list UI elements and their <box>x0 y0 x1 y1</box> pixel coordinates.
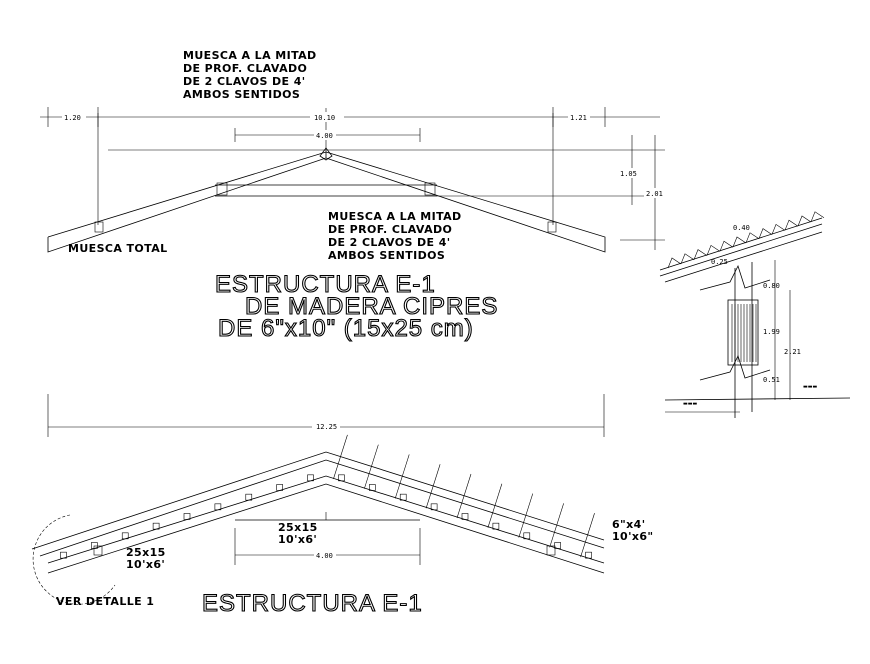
detail-tile <box>693 249 708 260</box>
note-top-line-1: MUESCA A LA MITAD <box>183 49 317 62</box>
purlin-block-left <box>183 513 191 520</box>
detail-dim-3: 0.80 <box>763 282 780 290</box>
detail-tile <box>680 253 695 264</box>
ridge-joint <box>319 147 333 161</box>
rafter-end <box>364 444 379 489</box>
detail-dim-6: 0.51 <box>763 376 780 384</box>
purlin-block-right <box>554 542 561 549</box>
collar-notch-right <box>424 182 436 196</box>
purlin-block-left <box>60 551 67 559</box>
rafter-end <box>456 473 472 519</box>
dim-bottom-span: 12.25 <box>316 423 337 431</box>
bottom-truss: 4.00 <box>31 434 605 605</box>
detail-level-left: ▬▬▬ <box>683 401 697 407</box>
purlin-block-right <box>461 513 469 520</box>
top-dimensions: 1.20 10.10 1.21 4.00 1.05 2.01 <box>40 107 666 250</box>
note-mid-line-3: DE 2 CLAVOS DE 4' <box>328 236 451 249</box>
note-top-line-3: DE 2 CLAVOS DE 4' <box>183 75 306 88</box>
notch-right <box>547 221 557 233</box>
label-right-line-1: 6"x4' <box>612 518 646 531</box>
label-left-line-1: 25x15 <box>126 546 166 559</box>
purlin-block-left <box>91 542 98 549</box>
note-mid-line-1: MUESCA A LA MITAD <box>328 210 462 223</box>
title-top-line-3: DE 6"x10" (15x25 cm) <box>218 315 474 342</box>
dim-right-overhang: 1.21 <box>570 114 587 122</box>
detail-window-bars <box>731 304 757 362</box>
detail-tile <box>797 215 812 227</box>
dim-rise-upper: 1.05 <box>620 170 637 178</box>
title-top-line-2: DE MADERA CIPRES <box>245 293 498 320</box>
label-right-line-2: 10'x6" <box>612 530 654 543</box>
title-top-line-1: ESTRUCTURA E-1 <box>215 271 436 298</box>
detail-window <box>727 299 759 366</box>
purlin-block-right <box>492 522 500 530</box>
detail-level-right: ▬▬▬ <box>803 384 817 390</box>
rafter-end <box>580 513 595 558</box>
detail-dim-5: 2.21 <box>784 348 801 356</box>
dim-bottom-tie: 4.00 <box>316 552 333 560</box>
detail-tile <box>784 219 799 231</box>
bottom-dimension: 12.25 <box>47 394 605 437</box>
rafter-end <box>549 503 564 548</box>
detail-dim-4: 1.99 <box>763 328 780 336</box>
rafter-ends <box>333 434 595 558</box>
label-left-line-2: 10'x6' <box>126 558 165 571</box>
dim-tie-length: 4.00 <box>316 132 333 140</box>
note-mid-line-2: DE PROF. CLAVADO <box>328 223 452 236</box>
purlin-block-left <box>214 503 222 511</box>
detail-tile <box>810 211 825 222</box>
purlin-block-right <box>338 474 345 482</box>
purlin-block-left <box>307 474 314 482</box>
purlin-block-right <box>585 551 592 559</box>
note-mid: MUESCA A LA MITAD DE PROF. CLAVADO DE 2 … <box>328 210 462 262</box>
detail-tile <box>758 228 773 239</box>
purlin-block-right <box>369 484 376 491</box>
detail-tile <box>732 236 747 248</box>
rafter-end <box>518 493 534 538</box>
right-rafter <box>325 151 606 253</box>
purlin-block-left <box>121 532 129 540</box>
note-top-line-4: AMBOS SENTIDOS <box>183 88 300 101</box>
dim-rise-total: 2.01 <box>646 190 663 198</box>
rafter-end <box>333 434 348 479</box>
detail-tile <box>771 223 786 235</box>
detail-dim-2: 0.25 <box>711 258 728 266</box>
detail-section: ▬▬▬ ▬▬▬ 0.40 0.25 0.80 1.99 2.21 0.51 <box>659 211 851 418</box>
notch-left <box>94 221 104 233</box>
detail-callout-circle <box>32 514 116 605</box>
collar-notch-left <box>216 182 228 196</box>
detail-dim-1: 0.40 <box>733 224 750 232</box>
purlin-block-right <box>430 503 438 511</box>
detail-tile <box>667 257 682 269</box>
title-top: ESTRUCTURA E-1 DE MADERA CIPRES DE 6"x10… <box>214 270 498 342</box>
note-mid-line-4: AMBOS SENTIDOS <box>328 249 445 262</box>
detail-tile <box>745 232 760 243</box>
detail-tiles <box>667 211 825 269</box>
top-truss <box>47 108 606 253</box>
note-top: MUESCA A LA MITAD DE PROF. CLAVADO DE 2 … <box>183 49 317 101</box>
label-center-line-2: 10'x6' <box>278 533 317 546</box>
rafter-end <box>425 464 441 509</box>
left-rafter <box>47 151 327 253</box>
dim-total-span: 10.10 <box>314 114 335 122</box>
bottom-labels: 25x15 10'x6' 25x15 10'x6' 6"x4' 10'x6" V… <box>56 518 654 608</box>
label-center-line-1: 25x15 <box>278 521 318 534</box>
title-bottom: ESTRUCTURA E-1 <box>202 590 423 617</box>
note-top-line-2: DE PROF. CLAVADO <box>183 62 307 75</box>
dim-left-overhang: 1.20 <box>64 114 81 122</box>
muesca-total-label: MUESCA TOTAL <box>68 242 168 255</box>
detail-tile <box>706 244 721 256</box>
purlin-blocks <box>60 474 592 559</box>
rafter-end <box>487 483 503 528</box>
purlin-block-left <box>245 493 253 501</box>
ver-detalle-label: VER DETALLE 1 <box>56 595 154 608</box>
purlin-block-right <box>523 532 531 540</box>
purlin-block-left <box>152 522 160 530</box>
purlin-block-right <box>399 493 407 501</box>
detail-tile <box>719 240 734 252</box>
purlin-block-left <box>276 484 283 491</box>
rafter-end <box>394 454 410 499</box>
